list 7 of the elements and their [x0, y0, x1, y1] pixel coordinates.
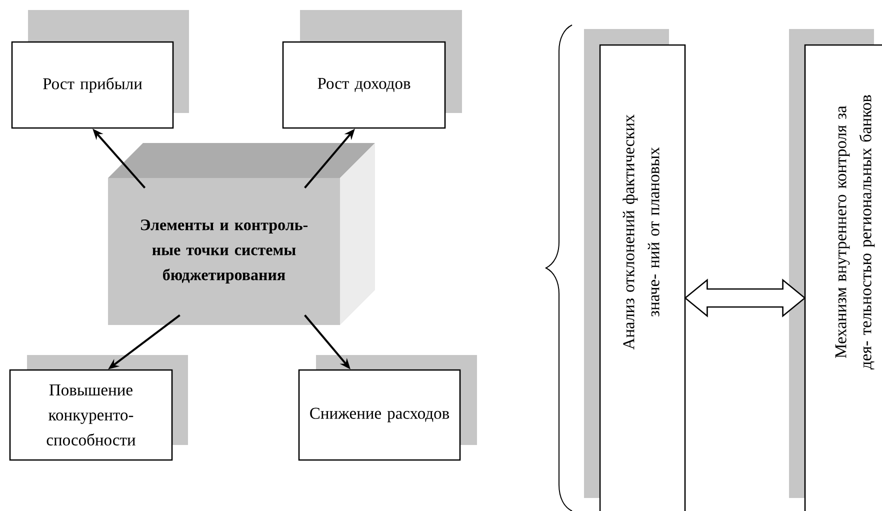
- shadowed-box: Рост прибыли: [11, 10, 189, 129]
- tall-box: Механизм внутреннего контроля за дея- тельностью региональных банков: [789, 29, 882, 511]
- shadowed-box: Снижение расходов: [298, 355, 477, 461]
- shadowed-box: Повышение конкуренто- способности: [9, 355, 188, 461]
- box-3d: Элементы и контроль- ные точки системы бюджетирования: [108, 143, 375, 325]
- shadowed-box: Рост доходов: [282, 10, 462, 129]
- tall-box: Анализ отклонений фактических значе- ний от плановых: [584, 29, 686, 511]
